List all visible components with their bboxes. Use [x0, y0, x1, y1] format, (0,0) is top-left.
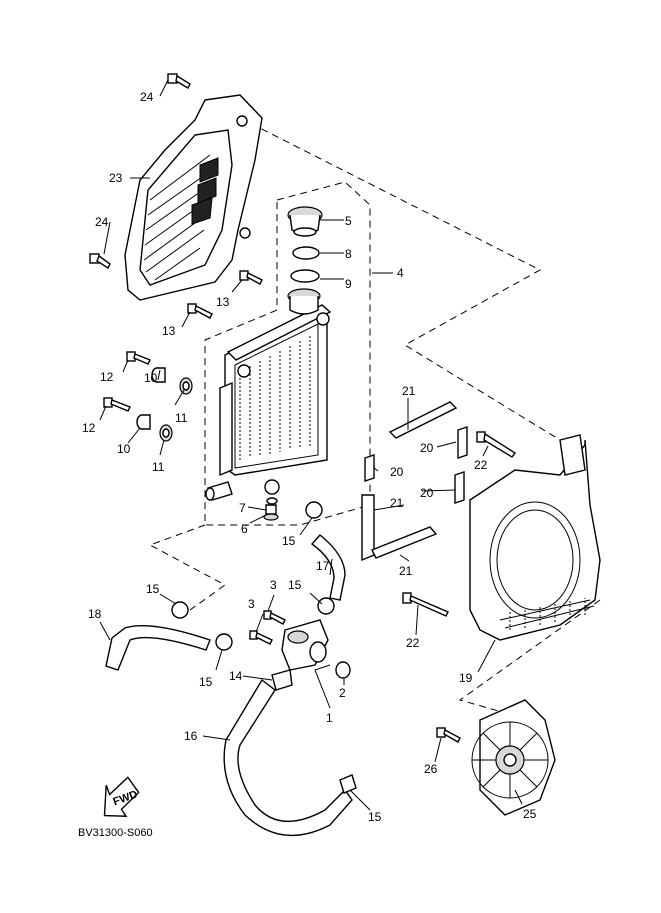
- bracket-part-21-lower: [371, 526, 438, 559]
- fan-shroud-part-19: [469, 434, 601, 641]
- cap-part-14: [271, 669, 293, 691]
- o-ring-part-8: [292, 246, 320, 260]
- bolt-part-26: [436, 727, 461, 743]
- callout-24-lower: 24: [95, 215, 109, 229]
- callout-11-upper: 11: [175, 411, 188, 425]
- reference-line-shroud: [239, 117, 561, 441]
- collar-part-10-lower: [136, 414, 151, 430]
- callout-15-d: 15: [199, 675, 213, 689]
- o-ring-part-9: [290, 269, 320, 283]
- callout-24-upper: 24: [140, 90, 154, 104]
- radiator-cover-part-23: [124, 94, 263, 301]
- callout-15-a: 15: [282, 534, 296, 548]
- callout-13-lower: 13: [162, 324, 176, 338]
- callout-15-b: 15: [146, 582, 160, 596]
- callout-4: 4: [397, 266, 404, 280]
- callout-15-c: 15: [288, 578, 302, 592]
- clamp-part-15-c: [317, 597, 335, 615]
- callout-12-upper: 12: [100, 370, 114, 384]
- radiator-core: [205, 288, 332, 501]
- callout-23: 23: [109, 171, 123, 185]
- callout-21-mid: 21: [390, 496, 404, 510]
- callout-10-lower: 10: [117, 442, 131, 456]
- callout-14: 14: [229, 669, 243, 683]
- callout-8: 8: [345, 247, 352, 261]
- callout-19: 19: [459, 671, 473, 685]
- callout-21-lower: 21: [399, 564, 413, 578]
- callout-25: 25: [523, 807, 537, 821]
- clamp-part-15-b: [171, 601, 189, 619]
- callout-20-c: 20: [420, 486, 434, 500]
- clamp-part-15-a: [305, 501, 323, 519]
- damper-part-20-b: [364, 454, 375, 482]
- bolt-part-3-upper: [263, 610, 286, 625]
- radiator-assembly-group-outline: [204, 181, 371, 526]
- callout-7: 7: [239, 501, 246, 515]
- callout-5: 5: [345, 214, 352, 228]
- bolt-part-24-lower: [89, 253, 111, 270]
- callout-22-upper: 22: [474, 458, 488, 472]
- callout-13-upper: 13: [216, 295, 230, 309]
- callout-6: 6: [241, 522, 248, 536]
- bolt-part-13-lower: [187, 303, 213, 319]
- forward-direction-arrow: FWD: [103, 776, 140, 817]
- bolt-part-13-upper: [239, 270, 263, 285]
- callout-2: 2: [339, 686, 346, 700]
- hose-part-16: [223, 678, 353, 837]
- callout-22-lower: 22: [406, 636, 420, 650]
- callout-21-upper: 21: [402, 384, 416, 398]
- callout-11-lower: 11: [152, 460, 165, 474]
- callout-20-b: 20: [390, 465, 404, 479]
- cooling-fan-part-25: [471, 699, 556, 816]
- callout-16: 16: [184, 729, 198, 743]
- bolt-part-12-lower: [103, 397, 131, 412]
- washer-part-7: [266, 497, 278, 505]
- callout-1: 1: [326, 711, 333, 725]
- clamp-part-15-d: [215, 633, 233, 651]
- leader-lines: [99, 79, 523, 811]
- callout-3-lower: 3: [248, 597, 255, 611]
- callout-12-lower: 12: [82, 421, 96, 435]
- bolt-part-12-upper: [126, 351, 151, 365]
- grommet-part-11-lower: [159, 424, 173, 442]
- hose-part-17: [310, 534, 346, 601]
- callout-17: 17: [316, 559, 330, 573]
- callout-10-upper: 10: [144, 371, 158, 385]
- drain-bolt-part-6: [263, 504, 279, 521]
- o-ring-part-2: [335, 661, 351, 679]
- bolt-part-22-upper: [476, 431, 517, 458]
- damper-part-20-c: [454, 471, 465, 504]
- callout-26: 26: [424, 762, 438, 776]
- grommet-part-11-upper: [179, 377, 193, 395]
- bolt-part-24-upper: [167, 73, 191, 89]
- bracket-part-21-upper: [388, 401, 458, 439]
- damper-part-20-a: [457, 426, 468, 459]
- radiator-cap-part-5: [287, 206, 323, 237]
- bolt-part-22-lower: [402, 592, 449, 617]
- callout-15-e: 15: [368, 810, 382, 824]
- bolt-part-3-lower: [249, 630, 273, 645]
- callout-20-a: 20: [420, 441, 434, 455]
- clamp-part-15-e: [339, 774, 357, 794]
- hose-part-18: [105, 625, 211, 671]
- callout-18: 18: [88, 607, 102, 621]
- collar-part-10-upper: [151, 367, 166, 383]
- callout-9: 9: [345, 277, 352, 291]
- thermostat-housing-part-1: [281, 619, 329, 671]
- reference-line-hose: [148, 524, 226, 611]
- callout-3-upper: 3: [270, 578, 277, 592]
- diagram-code: BV31300-S060: [78, 827, 153, 839]
